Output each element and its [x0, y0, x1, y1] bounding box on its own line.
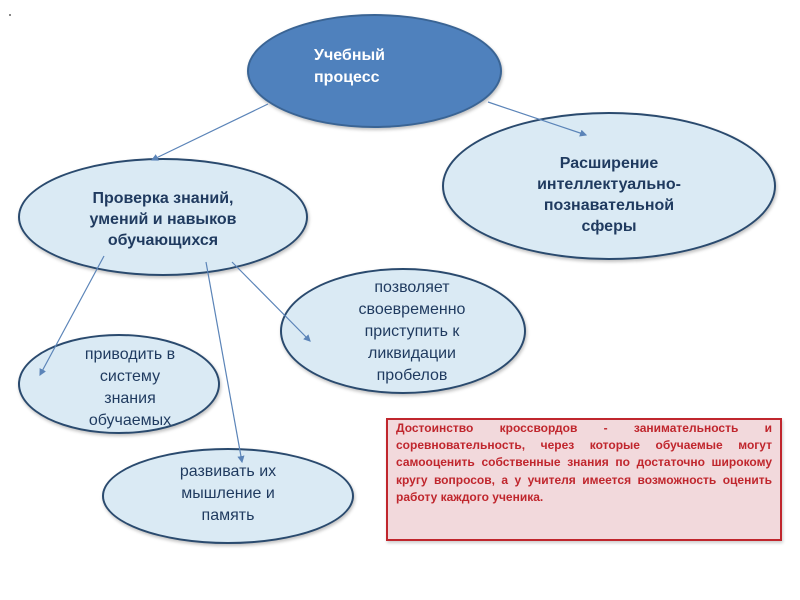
node-label: Проверка знаний, умений и навыков обучаю…: [89, 189, 237, 249]
node-label: развивать их мышление и память: [179, 463, 277, 524]
node-knowledge-check: Проверка знаний, умений и навыков обучаю…: [18, 158, 308, 276]
node-intellectual-expansion: Расширение интеллектуально- познавательн…: [442, 112, 776, 260]
node-label: приводить в систему знания обучаемых: [84, 346, 176, 429]
node-label: Расширение интеллектуально- познавательн…: [537, 155, 681, 235]
node-label: позволяет своевременно приступить к ликв…: [358, 279, 466, 384]
node-timely-gaps: позволяет своевременно приступить к ликв…: [280, 268, 526, 394]
stray-dot: [9, 14, 11, 16]
crossword-advantage-note: Достоинство кроссвордов - занимательност…: [386, 418, 782, 541]
node-systematize-knowledge: приводить в систему знания обучаемых: [18, 334, 220, 434]
node-label: Учебный процесс: [314, 47, 385, 86]
node-develop-memory: развивать их мышление и память: [102, 448, 354, 544]
edge-root-to-check: [150, 103, 269, 161]
node-educational-process: Учебный процесс: [247, 14, 502, 128]
edge-check-to-develop: [205, 261, 245, 464]
note-text: Достоинство кроссвордов - занимательност…: [396, 421, 772, 504]
